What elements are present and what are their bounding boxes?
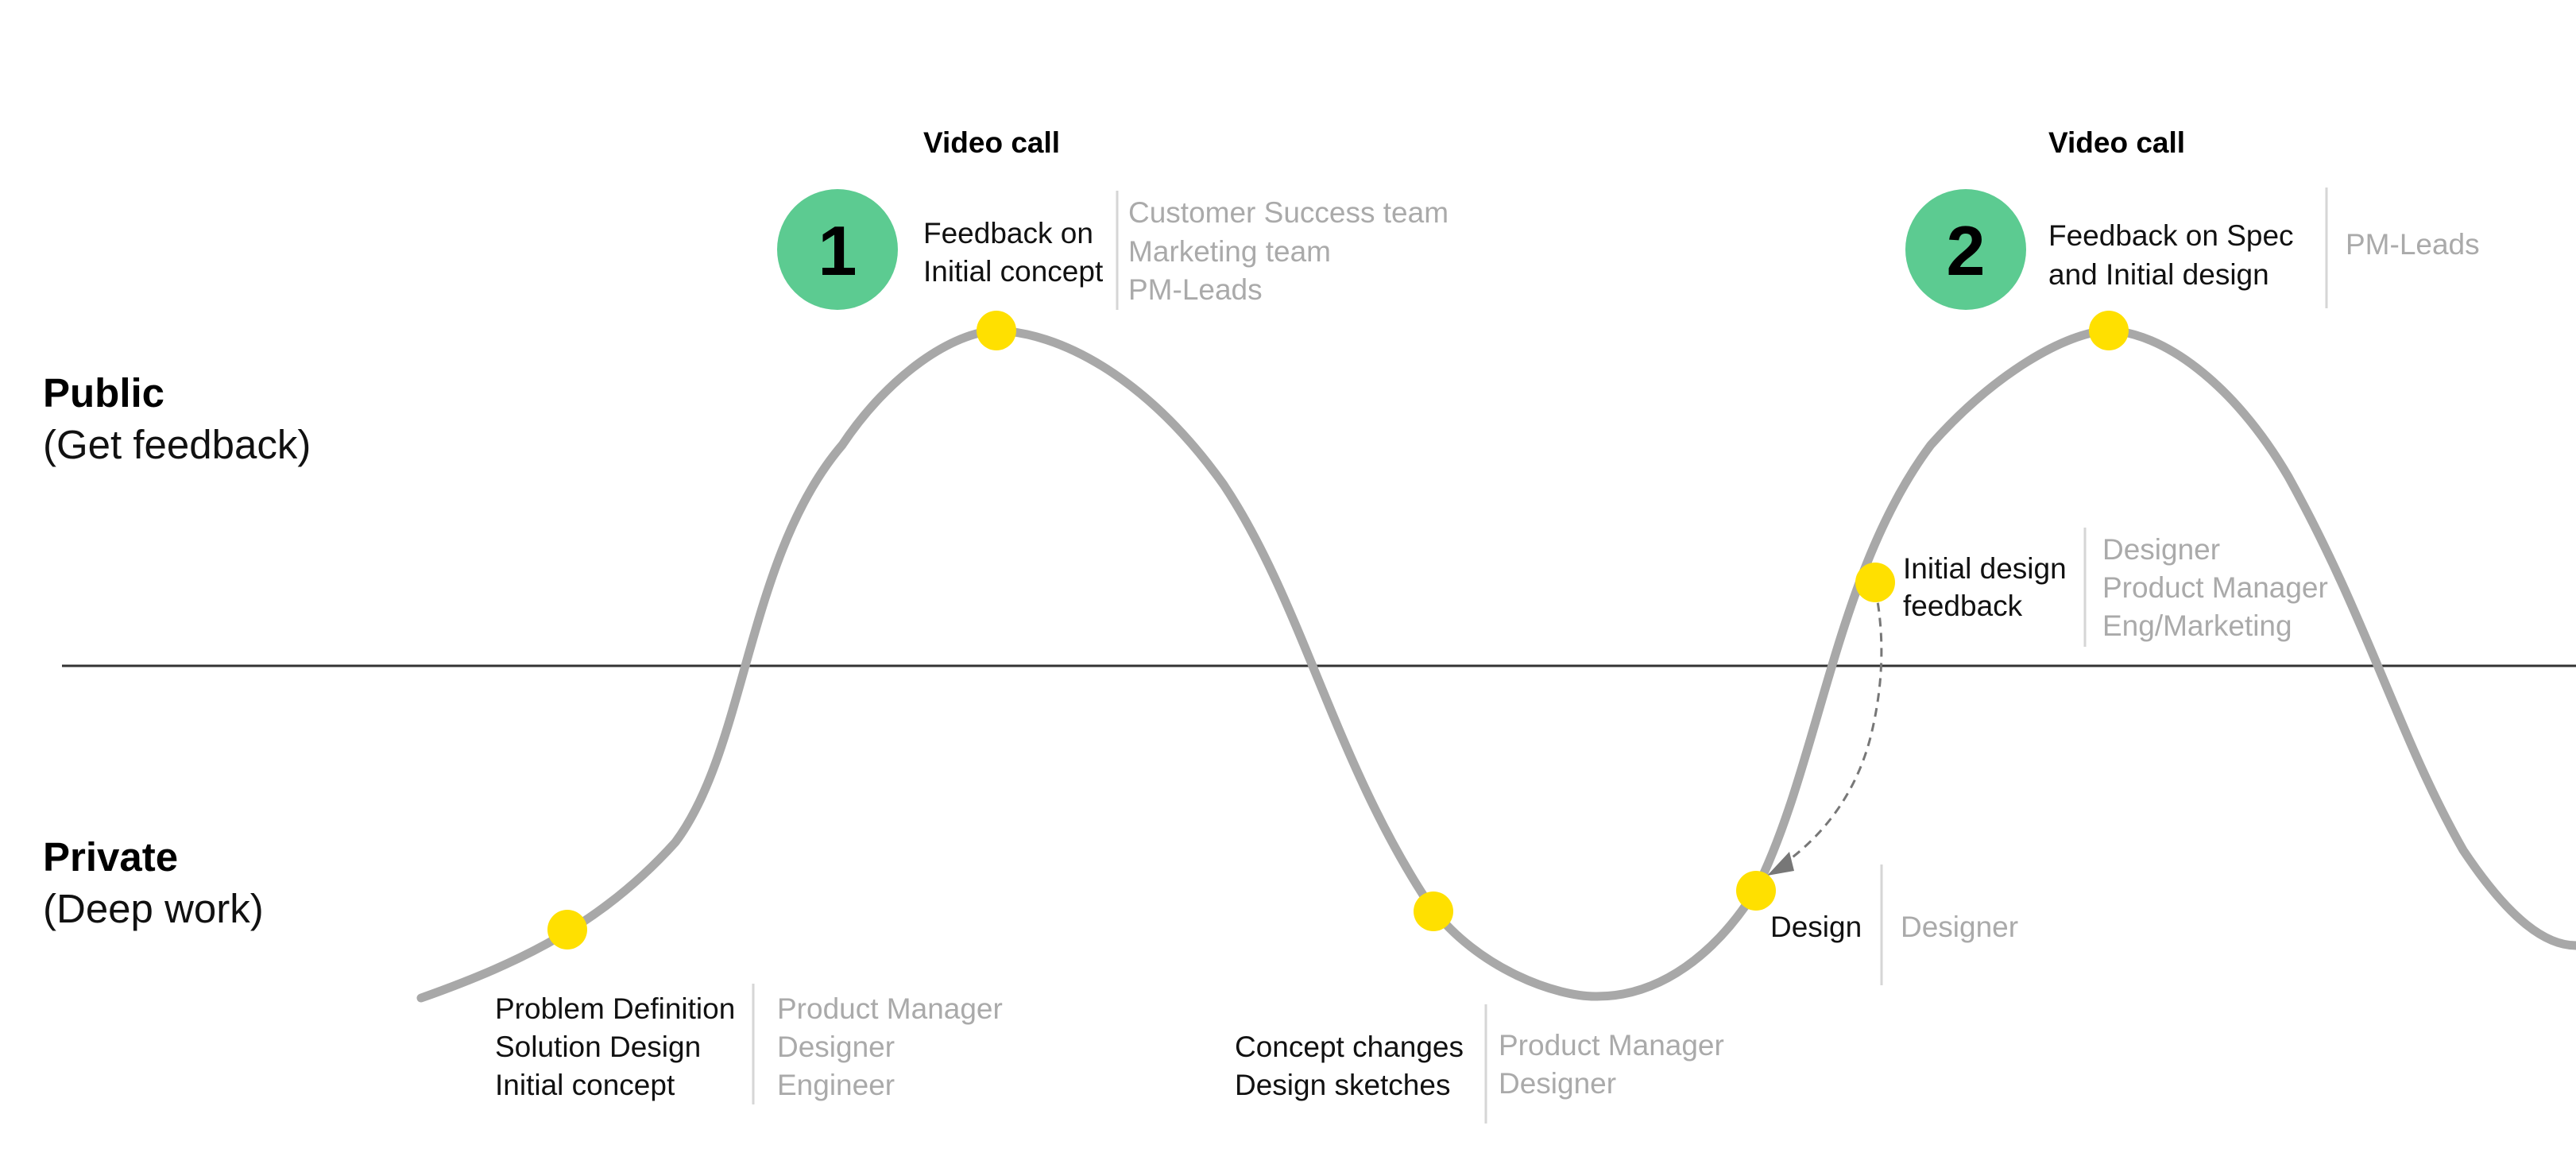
- step-1-person-2: Designer: [777, 1031, 895, 1063]
- step-2-person-2: Designer: [1499, 1067, 1616, 1100]
- dot-feedback-initial-concept: [977, 311, 1016, 350]
- dot-design: [1736, 871, 1776, 911]
- step-3-person-1: Designer: [1901, 911, 2018, 943]
- dot-concept-changes: [1414, 891, 1453, 931]
- step-initial-design-feedback: Initial design feedback Designer Product…: [1903, 528, 2328, 647]
- step-concept-changes: Concept changes Design sketches Product …: [1235, 1004, 1724, 1124]
- milestone-badge-1: [777, 189, 898, 310]
- step-2-text-line-2: Design sketches: [1235, 1069, 1450, 1101]
- step-4-person-2: Product Manager: [2102, 571, 2328, 604]
- milestone-number-2: 2: [1947, 211, 1986, 290]
- step-2-text-line-1: Concept changes: [1235, 1031, 1464, 1063]
- milestone-2: 2 Video call Feedback on Spec and Initia…: [1905, 126, 2480, 310]
- milestone-text-2-line-1: Feedback on Spec: [2048, 219, 2294, 252]
- step-2-person-1: Product Manager: [1499, 1029, 1724, 1062]
- step-problem-definition: Problem Definition Solution Design Initi…: [495, 984, 1003, 1104]
- step-design: Design Designer: [1770, 864, 2018, 985]
- milestone-person-1-1: Customer Success team: [1128, 196, 1449, 229]
- zone-public-title: Public: [43, 370, 164, 416]
- step-4-person-3: Eng/Marketing: [2102, 609, 2292, 642]
- step-4-person-1: Designer: [2102, 533, 2220, 566]
- dot-feedback-spec: [2089, 311, 2129, 350]
- workflow-curve: [416, 326, 2576, 1003]
- step-4-text-line-2: feedback: [1903, 590, 2023, 622]
- milestone-heading-1: Video call: [923, 126, 1060, 159]
- dot-problem-definition: [547, 910, 587, 949]
- milestone-1: 1 Video call Feedback on Initial concept…: [777, 126, 1449, 310]
- feedback-arrow-head: [1767, 852, 1794, 876]
- milestone-number-1: 1: [818, 211, 857, 290]
- step-1-text-line-2: Solution Design: [495, 1031, 701, 1063]
- milestone-text-1-line-2: Initial concept: [923, 255, 1104, 288]
- step-3-text-line-1: Design: [1770, 911, 1862, 943]
- milestone-text-2-line-2: and Initial design: [2048, 258, 2269, 291]
- milestone-person-2-1: PM-Leads: [2346, 228, 2480, 261]
- zone-public-subtitle: (Get feedback): [43, 422, 311, 467]
- zone-private-title: Private: [43, 834, 178, 880]
- step-1-person-1: Product Manager: [777, 992, 1003, 1025]
- feedback-arrow: [1777, 587, 1883, 869]
- step-4-text-line-1: Initial design: [1903, 552, 2067, 585]
- step-1-person-3: Engineer: [777, 1069, 895, 1101]
- milestone-heading-2: Video call: [2048, 126, 2185, 159]
- milestone-person-1-3: PM-Leads: [1128, 273, 1263, 306]
- zone-private-subtitle: (Deep work): [43, 886, 264, 931]
- step-1-text-line-1: Problem Definition: [495, 992, 735, 1025]
- milestone-text-1-line-1: Feedback on: [923, 217, 1093, 249]
- milestone-person-1-2: Marketing team: [1128, 235, 1331, 268]
- dot-initial-design-feedback: [1855, 563, 1895, 602]
- milestone-badge-2: [1905, 189, 2026, 310]
- step-1-text-line-3: Initial concept: [495, 1069, 675, 1101]
